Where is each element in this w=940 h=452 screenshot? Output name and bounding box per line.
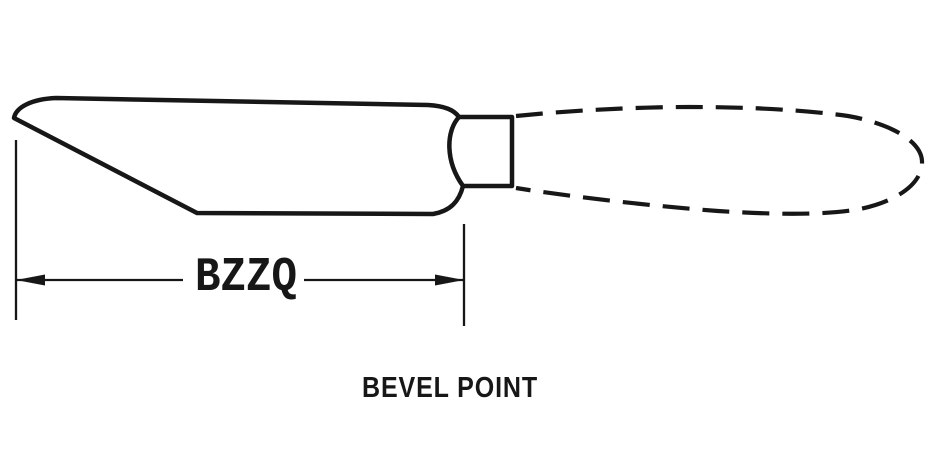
ferrule-outline (457, 114, 515, 189)
knife-drawing (11, 95, 925, 217)
blade-outline (11, 95, 466, 217)
handle-outline-dashed (515, 104, 925, 216)
figure-caption: BEVEL POINT (362, 372, 538, 404)
dimension-annotation: BZZQ (14, 140, 466, 326)
arrowhead-right-icon (435, 274, 464, 286)
arrowhead-left-icon (16, 274, 45, 286)
dimension-label: BZZQ (195, 251, 297, 305)
